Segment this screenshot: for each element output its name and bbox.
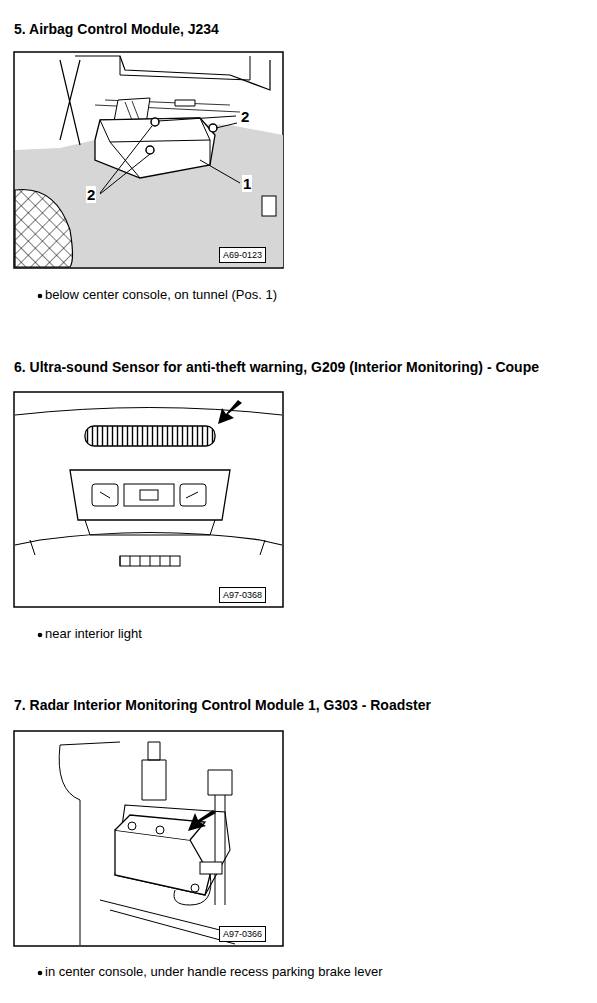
bullet — [38, 633, 43, 638]
figure-id: A97-0366 — [219, 926, 266, 942]
section-heading: 7. Radar Interior Monitoring Control Mod… — [14, 697, 431, 713]
figure-id: A69-0123 — [219, 247, 266, 263]
airbag-figure — [14, 52, 283, 268]
callout-number: 2 — [240, 108, 250, 125]
bullet-note: below center console, on tunnel (Pos. 1) — [45, 288, 277, 303]
figure-id: A97-0368 — [219, 587, 266, 603]
bullet-note: in center console, under handle recess p… — [45, 965, 382, 980]
callout-number: 2 — [86, 186, 96, 203]
section-heading: 5. Airbag Control Module, J234 — [14, 21, 219, 37]
bullet-note: near interior light — [45, 627, 142, 642]
bullet — [38, 971, 43, 976]
section-heading: 6. Ultra-sound Sensor for anti-theft war… — [14, 359, 539, 375]
callout-number: 1 — [242, 175, 252, 192]
radar-figure — [14, 731, 283, 946]
pointer-arrow — [218, 400, 242, 424]
pointer-arrow — [188, 810, 216, 831]
bullet — [38, 294, 43, 299]
sensor-figure — [14, 392, 283, 607]
